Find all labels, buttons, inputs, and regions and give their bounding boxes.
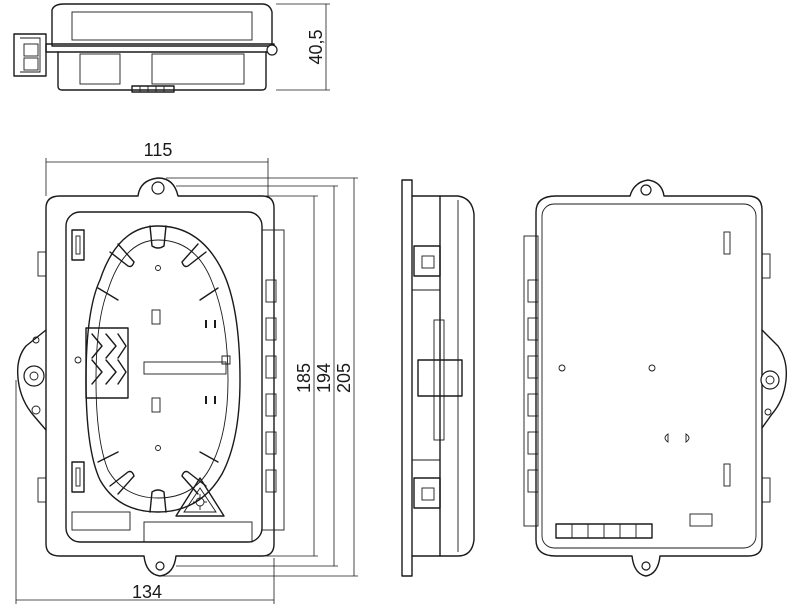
dim-width-outer: 134 (132, 582, 162, 602)
back-view (523, 179, 788, 577)
laser-warning-icon (175, 477, 225, 517)
front-view (16, 177, 285, 577)
front-dimensions (15, 158, 358, 604)
dim-height-2: 194 (314, 363, 334, 393)
dim-height-3: 205 (334, 363, 354, 393)
dim-height-1: 185 (294, 363, 314, 393)
top-view (13, 3, 330, 93)
dim-height-side: 40,5 (306, 29, 326, 64)
dim-width-inner: 115 (144, 140, 173, 160)
side-view (401, 179, 475, 577)
